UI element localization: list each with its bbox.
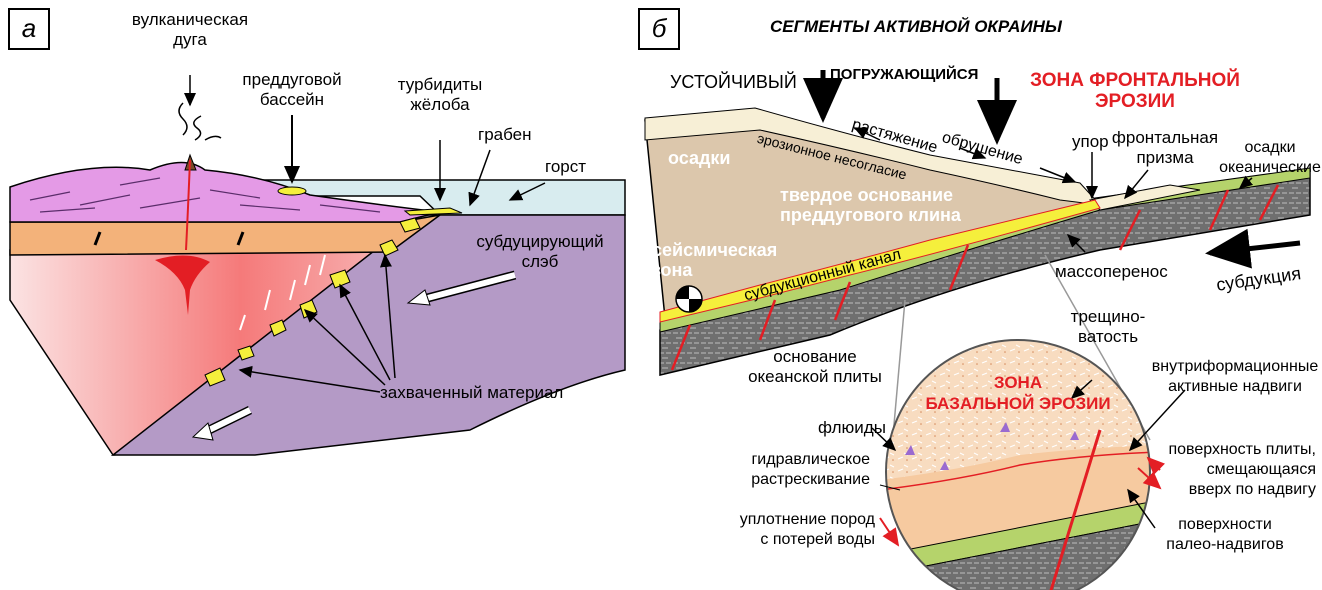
captured-material-label: захваченный материал [380,383,563,403]
segment-stable: УСТОЙЧИВЫЙ [670,72,797,92]
backstop-label: упор [1072,132,1109,152]
fracturing-label: трещино-ватость [1058,307,1158,347]
panel-b-title: СЕГМЕНТЫ АКТИВНОЙ ОКРАИНЫ [770,17,1062,37]
fluids-label: флюиды [818,418,886,438]
segment-subsiding: ПОГРУЖАЮЩИЙСЯ [830,65,978,85]
panel-b-letter: б [638,8,680,50]
panel-a-letter: а [8,8,50,50]
mass-transfer-label: массоперенос [1055,262,1168,282]
sediments-label: осадки [668,148,731,168]
horst-label: горст [545,157,586,177]
graben-label: грабен [478,125,532,145]
